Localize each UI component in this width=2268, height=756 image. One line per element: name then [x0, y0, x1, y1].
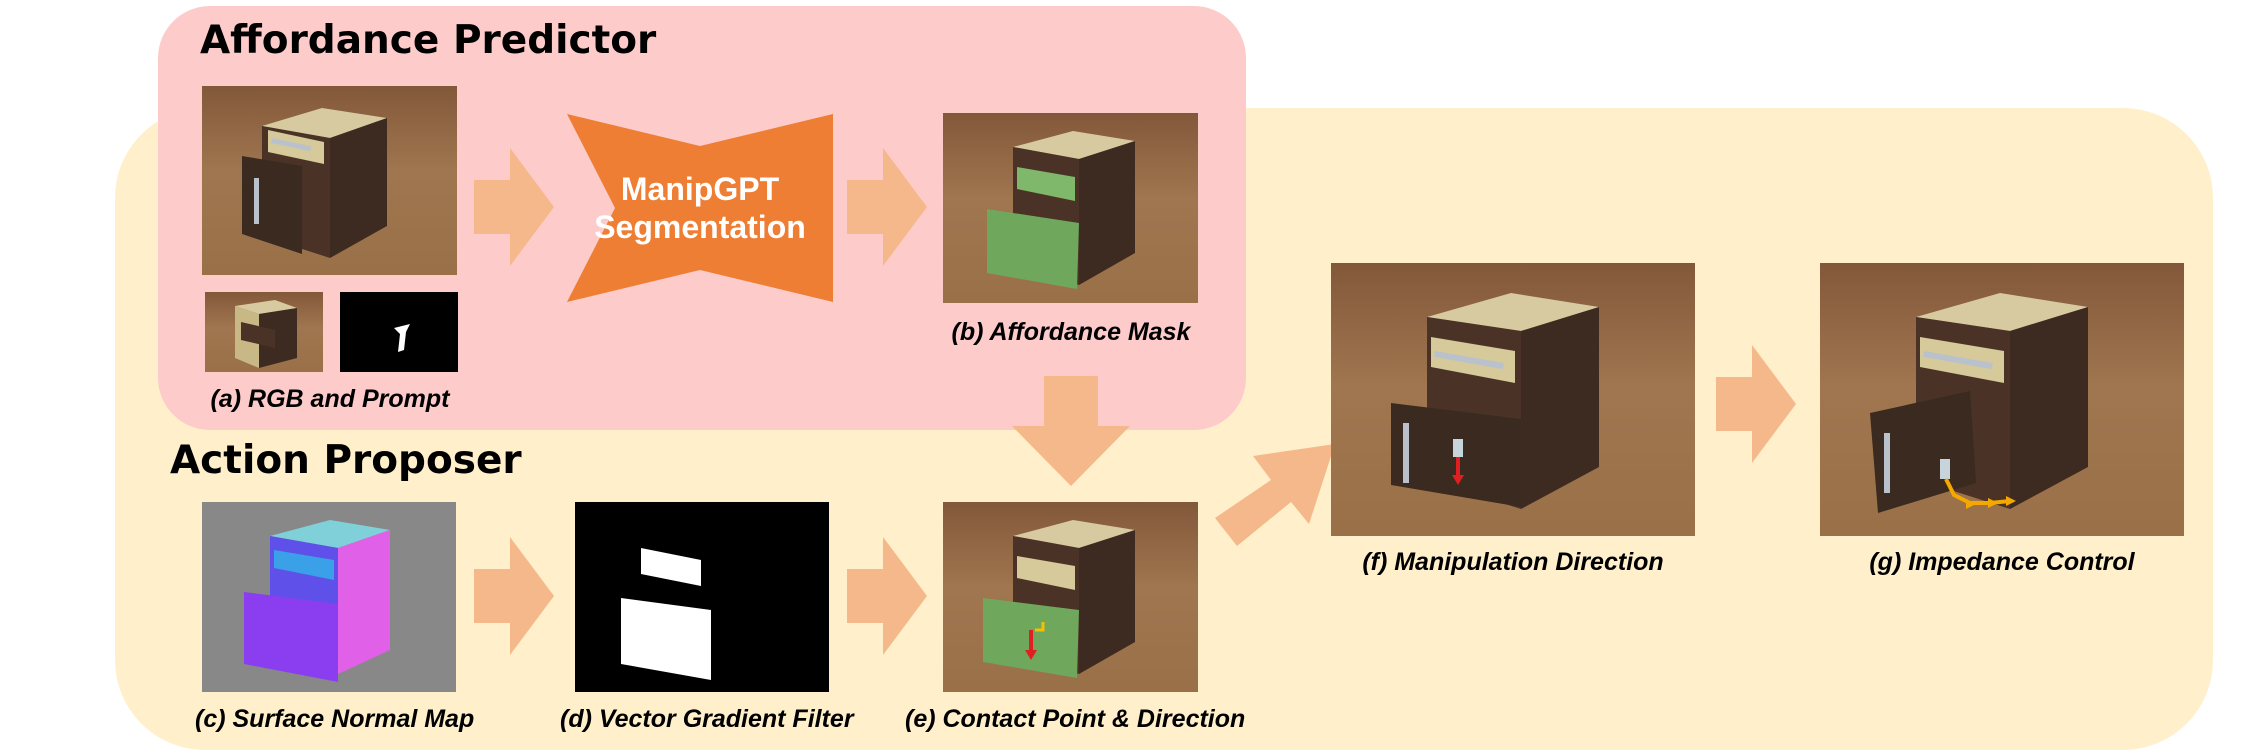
affordance-mask-image: [943, 113, 1198, 303]
flow-arrow-e-to-f: [1215, 444, 1335, 546]
caption-e: (e) Contact Point & Direction: [905, 705, 1246, 733]
manipulation-direction-image: [1331, 263, 1695, 536]
caption-c: (c) Surface Normal Map: [195, 705, 475, 733]
caption-f: (f) Manipulation Direction: [1362, 548, 1664, 576]
model-type: Segmentation: [594, 209, 806, 245]
impedance-control-image: [1820, 263, 2184, 536]
flow-arrow-b-to-e: [1012, 376, 1130, 486]
flow-arrow-f-to-g: [1716, 345, 1796, 463]
flow-arrow-d-to-e: [847, 537, 927, 655]
rgb-crop-image: [205, 292, 323, 372]
vector-gradient-image: [575, 502, 829, 692]
model-name: ManipGPT: [620, 171, 780, 207]
prompt-mask-image: [340, 292, 458, 372]
manipgpt-label: ManipGPT Segmentation: [565, 170, 835, 246]
caption-a: (a) RGB and Prompt: [210, 385, 450, 413]
flow-arrow-c-to-d: [474, 537, 554, 655]
manipgpt-model-block: [567, 114, 833, 302]
caption-g: (g) Impedance Control: [1869, 548, 2135, 576]
flow-arrow-a-to-model: [474, 148, 554, 266]
contact-point-image: [943, 502, 1198, 692]
surface-normal-image: [202, 502, 456, 692]
rgb-image: [202, 86, 457, 275]
caption-b: (b) Affordance Mask: [951, 318, 1191, 346]
action-proposer-title: Action Proposer: [170, 438, 522, 483]
affordance-predictor-title: Affordance Predictor: [200, 18, 657, 63]
caption-d: (d) Vector Gradient Filter: [560, 705, 854, 733]
flow-arrow-model-to-b: [847, 148, 927, 266]
